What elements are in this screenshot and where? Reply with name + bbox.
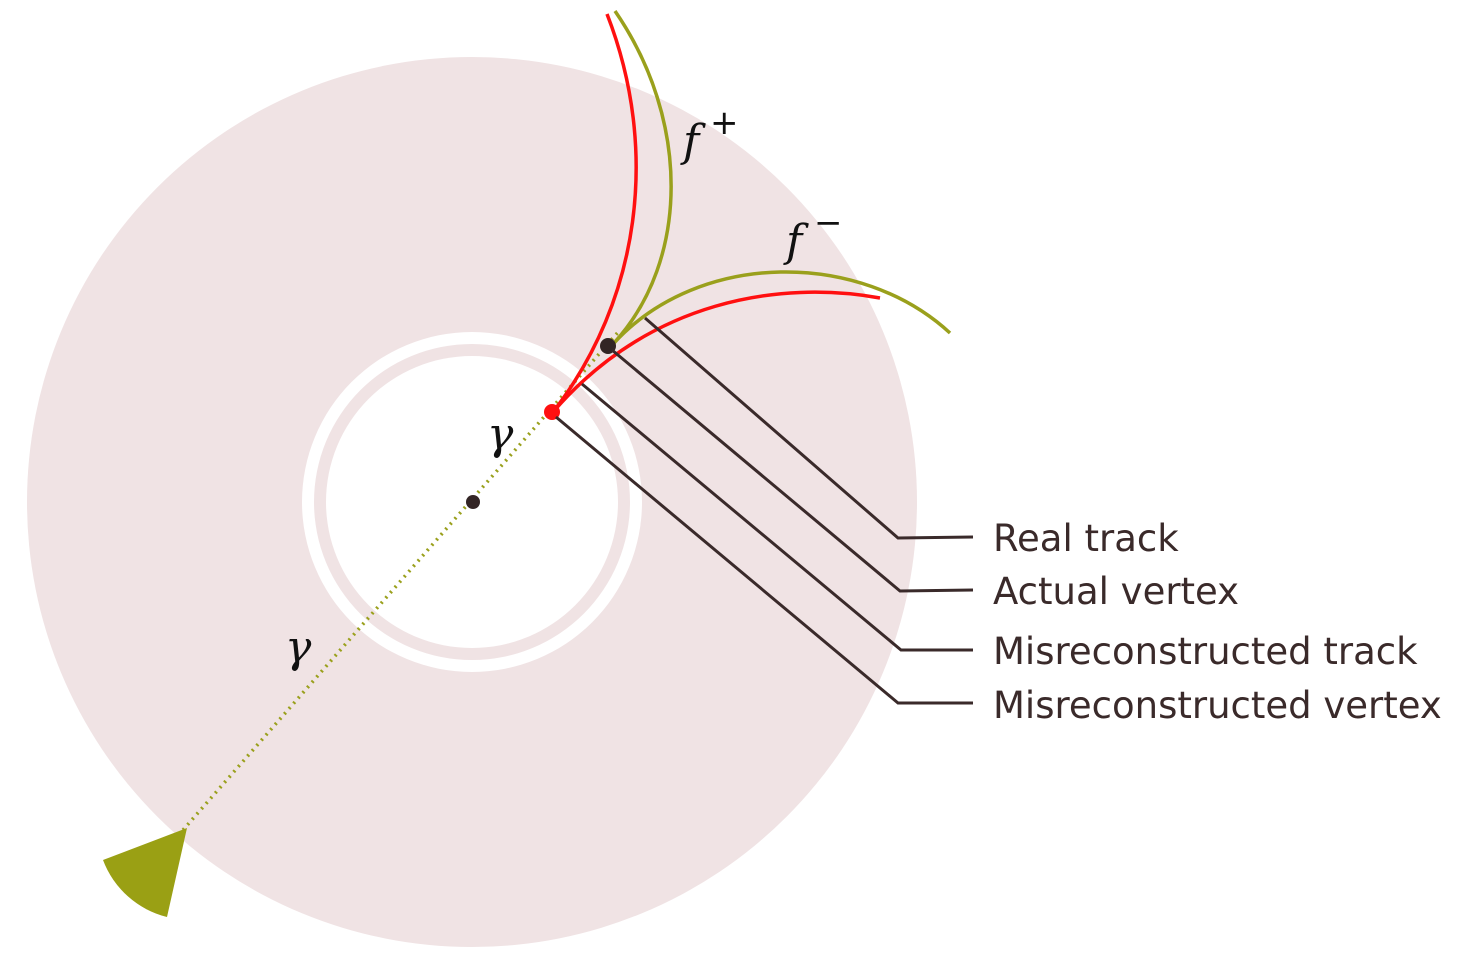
real-track-f-minus bbox=[612, 270, 952, 345]
beam-center-point bbox=[466, 495, 480, 509]
label-misreconstructed-vertex: Misreconstructed vertex bbox=[993, 684, 1442, 727]
leader-misreconstructed-vertex bbox=[555, 415, 973, 705]
label-misreconstructed-track: Misreconstructed track bbox=[993, 630, 1418, 673]
leader-real-track bbox=[644, 316, 974, 540]
misreconstructed-vertex-point bbox=[544, 404, 560, 420]
symbol-f-plus-sign: + bbox=[710, 103, 739, 143]
misreconstructed-track-f-minus bbox=[551, 290, 881, 414]
label-actual-vertex: Actual vertex bbox=[993, 570, 1239, 613]
misreconstructed-track-f-plus bbox=[551, 13, 638, 414]
symbol-f-minus-sign: − bbox=[814, 203, 843, 243]
label-real-track: Real track bbox=[993, 517, 1179, 560]
leader-misreconstructed-track bbox=[581, 382, 973, 652]
real-track-f-plus bbox=[612, 10, 673, 345]
symbol-gamma-inner: γ bbox=[487, 409, 514, 460]
photon-source-wedge bbox=[103, 828, 187, 917]
symbol-gamma-outer: γ bbox=[285, 622, 312, 673]
leader-actual-vertex bbox=[611, 348, 974, 593]
